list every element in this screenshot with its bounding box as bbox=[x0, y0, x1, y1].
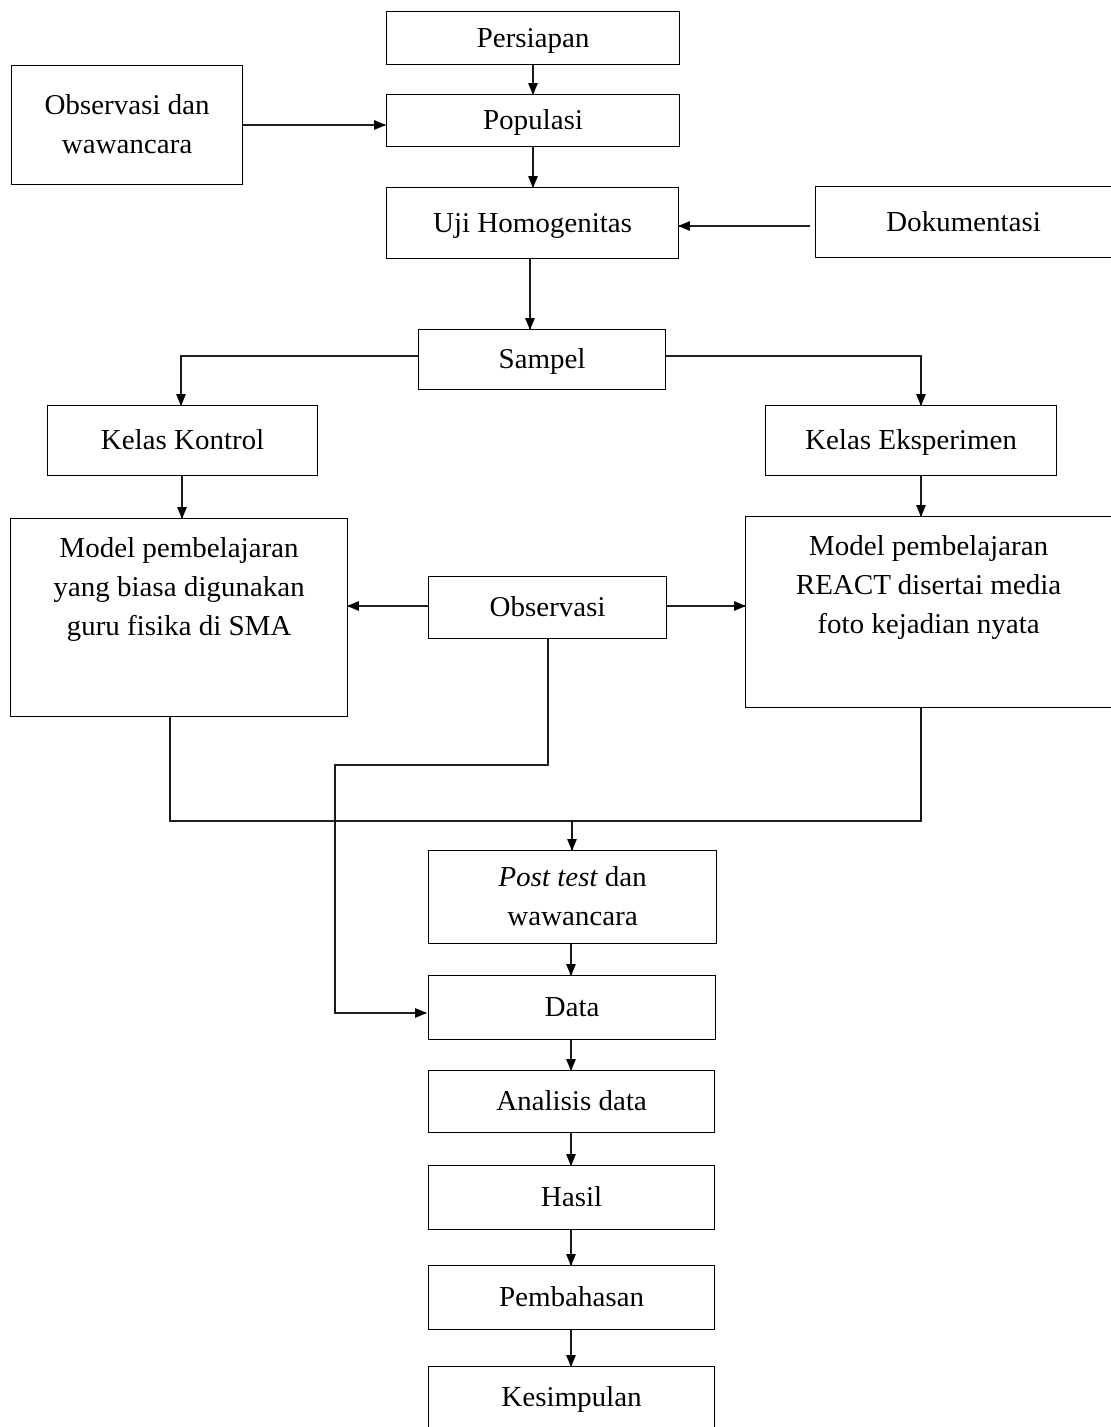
node-persiapan: Persiapan bbox=[386, 11, 680, 65]
node-hasil-label: Hasil bbox=[540, 1181, 603, 1213]
node-observasi-wawancara-line2: wawancara bbox=[61, 128, 193, 160]
node-post-test-italic: Post test bbox=[498, 861, 598, 893]
node-sampel-label: Sampel bbox=[498, 343, 586, 375]
node-model-eksperimen-line2: REACT disertai media bbox=[795, 569, 1062, 601]
arrow-sampel-to-kelas-eksperimen bbox=[666, 355, 926, 406]
node-hasil: Hasil bbox=[428, 1165, 715, 1230]
node-observasi-wawancara: Observasi dan wawancara bbox=[11, 65, 243, 185]
node-kesimpulan-label: Kesimpulan bbox=[501, 1380, 642, 1413]
node-dokumentasi: Dokumentasi bbox=[815, 186, 1111, 258]
node-observasi-wawancara-line1: Observasi dan bbox=[44, 89, 210, 121]
node-persiapan-label: Persiapan bbox=[476, 21, 590, 54]
node-post-test-line1: Post test dan bbox=[498, 858, 646, 897]
node-data-label: Data bbox=[544, 991, 600, 1023]
node-uji-homogenitas-label: Uji Homogenitas bbox=[433, 206, 632, 239]
connector-model-kontrol-merge bbox=[169, 717, 572, 822]
arrow-sampel-to-kelas-kontrol bbox=[176, 355, 418, 406]
arrow-observasi-to-data bbox=[334, 639, 549, 1018]
node-model-eksperimen-line1: Model pembelajaran bbox=[808, 530, 1049, 562]
node-kesimpulan: Kesimpulan bbox=[428, 1366, 715, 1427]
node-kelas-eksperimen: Kelas Eksperimen bbox=[765, 405, 1057, 476]
node-kelas-eksperimen-label: Kelas Eksperimen bbox=[805, 424, 1017, 456]
node-observasi: Observasi bbox=[428, 576, 667, 639]
node-kelas-kontrol: Kelas Kontrol bbox=[47, 405, 318, 476]
node-analisis-data: Analisis data bbox=[428, 1070, 715, 1133]
node-post-test-line2: wawancara bbox=[507, 900, 638, 932]
node-model-kontrol: Model pembelajaran yang biasa digunakan … bbox=[10, 518, 348, 717]
node-populasi: Populasi bbox=[386, 94, 680, 147]
node-pembahasan-label: Pembahasan bbox=[499, 1281, 644, 1313]
node-data: Data bbox=[428, 975, 716, 1040]
node-model-eksperimen: Model pembelajaran REACT disertai media … bbox=[745, 516, 1111, 708]
node-kelas-kontrol-label: Kelas Kontrol bbox=[100, 424, 265, 456]
node-analisis-data-label: Analisis data bbox=[496, 1085, 647, 1117]
node-model-kontrol-line2: yang biasa digunakan bbox=[53, 571, 305, 603]
node-pembahasan: Pembahasan bbox=[428, 1265, 715, 1330]
connector-model-eksperimen-merge bbox=[572, 708, 922, 822]
node-sampel: Sampel bbox=[418, 329, 666, 390]
node-post-test: Post test dan wawancara bbox=[428, 850, 717, 944]
node-observasi-label: Observasi bbox=[489, 591, 606, 623]
node-model-kontrol-line3: guru fisika di SMA bbox=[66, 610, 292, 642]
node-populasi-label: Populasi bbox=[483, 104, 583, 136]
node-model-kontrol-line1: Model pembelajaran bbox=[59, 532, 299, 564]
node-post-test-rest: dan bbox=[597, 861, 647, 893]
node-uji-homogenitas: Uji Homogenitas bbox=[386, 187, 679, 259]
node-dokumentasi-label: Dokumentasi bbox=[886, 205, 1041, 238]
node-model-eksperimen-line3: foto kejadian nyata bbox=[817, 608, 1040, 640]
